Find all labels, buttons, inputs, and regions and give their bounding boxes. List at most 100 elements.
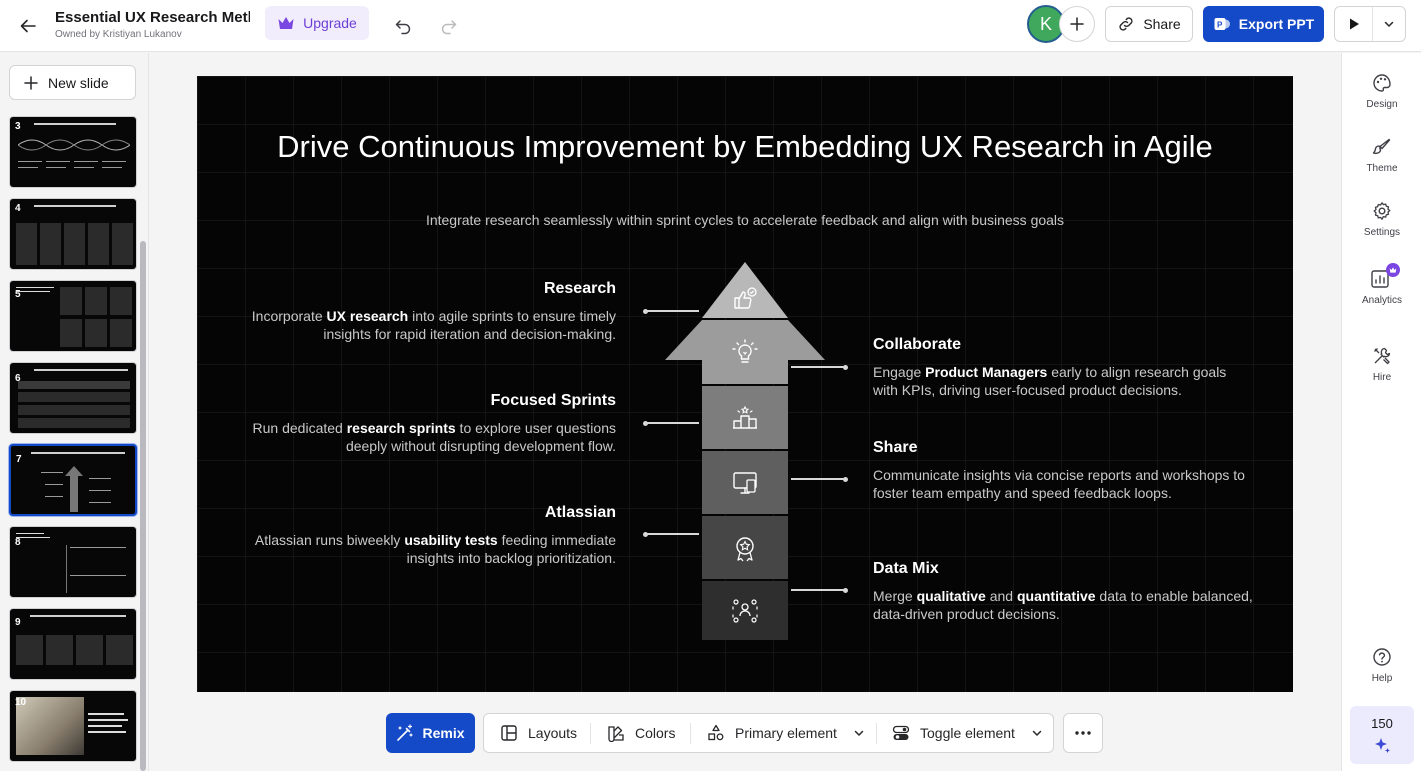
item-focused-sprints[interactable]: Focused Sprints Run dedicated research s… [236, 392, 616, 455]
svg-text:P: P [1217, 21, 1223, 30]
slide-panel: New slide 3 4 5 6 7 [0, 53, 149, 771]
rail-analytics[interactable]: Analytics [1342, 263, 1421, 327]
arrow-diagram [665, 262, 825, 640]
divider [590, 723, 591, 744]
rail-design[interactable]: Design [1342, 73, 1421, 133]
rail-label: Settings [1363, 227, 1401, 238]
slide-number: 5 [15, 289, 21, 300]
thumbnail-title [34, 367, 128, 373]
item-share[interactable]: Share Communicate insights via concise r… [873, 439, 1253, 502]
team-network-icon [732, 599, 758, 623]
dna-graphic [18, 139, 130, 151]
slide-number: 3 [15, 121, 21, 132]
link-icon [1119, 17, 1133, 31]
upgrade-button[interactable]: Upgrade [265, 6, 369, 40]
back-button[interactable] [14, 12, 42, 40]
slide-thumbnail-8[interactable]: 8 [9, 526, 137, 598]
upgrade-label: Upgrade [303, 15, 357, 31]
rail-settings[interactable]: Settings [1342, 201, 1421, 261]
arrow-graphic [65, 466, 83, 512]
slide-thumbnail-10[interactable]: 10 [9, 690, 137, 762]
connector-atlassian [643, 531, 699, 537]
item-atlassian[interactable]: Atlassian Atlassian runs biweekly usabil… [236, 504, 616, 567]
palette-icon [1373, 74, 1391, 92]
rail-help[interactable]: Help [1342, 647, 1421, 707]
colors-label: Colors [635, 725, 676, 741]
toggle-icon [892, 725, 910, 740]
remix-button[interactable]: Remix [386, 713, 475, 753]
slide-thumbnail-3[interactable]: 3 [9, 116, 137, 188]
slide-number: 6 [15, 373, 21, 384]
crown-icon [278, 17, 294, 29]
layouts-label: Layouts [528, 725, 578, 741]
item-title: Data Mix [873, 560, 939, 577]
primary-element-dropdown[interactable]: Primary element [707, 714, 865, 752]
user-avatar[interactable]: K [1027, 5, 1065, 43]
arrow-segment-5 [702, 516, 788, 579]
slide-panel-scrollbar[interactable] [140, 241, 146, 771]
podium-icon [733, 405, 757, 429]
slide-thumbnail-7[interactable]: 7 [9, 444, 137, 516]
redo-button[interactable] [435, 12, 463, 40]
rail-hire[interactable]: Hire [1342, 346, 1421, 406]
item-title: Atlassian [544, 504, 616, 521]
item-data-mix[interactable]: Data Mix Merge qualitative and quantitat… [873, 560, 1253, 623]
shapes-icon [708, 724, 724, 741]
item-title: Share [873, 439, 918, 456]
connector-focused-sprints [643, 420, 699, 426]
item-collaborate[interactable]: Collaborate Engage Product Managers earl… [873, 336, 1253, 399]
rail-theme[interactable]: Theme [1342, 137, 1421, 197]
team-photo-image [16, 697, 84, 755]
undo-button[interactable] [389, 12, 417, 40]
palette-swatch-icon [608, 726, 624, 742]
connector-collaborate [791, 364, 848, 370]
slide-number: 4 [15, 203, 21, 214]
item-title: Collaborate [873, 336, 962, 353]
thumbnail-title [31, 450, 125, 456]
slide-thumbnail-6[interactable]: 6 [9, 362, 137, 434]
divider [876, 723, 877, 744]
connector-data-mix [791, 587, 848, 593]
document-title[interactable]: Essential UX Research Meth... [55, 9, 250, 26]
slide-number: 10 [15, 697, 27, 708]
new-slide-button[interactable]: New slide [9, 65, 136, 100]
redo-icon [441, 20, 457, 35]
chevron-down-icon [1032, 730, 1042, 737]
colors-button[interactable]: Colors [607, 714, 675, 752]
item-title: Focused Sprints [490, 392, 616, 409]
more-options-button[interactable] [1063, 713, 1103, 753]
document-owner: Owned by Kristiyan Lukanov [55, 29, 182, 40]
credits-button[interactable]: 150 [1350, 706, 1414, 764]
item-research[interactable]: Research Incorporate UX research into ag… [236, 280, 616, 343]
export-label: Export PPT [1238, 16, 1315, 32]
slide-subtitle[interactable]: Integrate research seamlessly within spr… [425, 212, 1065, 228]
slide-thumbnail-5[interactable]: 5 [9, 280, 137, 352]
share-button[interactable]: Share [1105, 6, 1193, 42]
toggle-element-dropdown[interactable]: Toggle element [892, 714, 1043, 752]
chart-icon [1371, 270, 1389, 288]
thumbnail-title [34, 203, 116, 209]
gear-icon [1373, 202, 1391, 220]
rail-label: Help [1371, 673, 1393, 684]
top-bar: Essential UX Research Meth... Owned by K… [0, 0, 1421, 52]
connector-research [643, 308, 699, 314]
slide-canvas[interactable]: Drive Continuous Improvement by Embeddin… [197, 76, 1293, 692]
present-button[interactable] [1334, 6, 1406, 42]
arrow-tip [702, 262, 788, 318]
chevron-down-icon [1384, 21, 1394, 28]
rail-label: Theme [1366, 163, 1398, 174]
thumbnail-title [34, 121, 116, 127]
export-ppt-button[interactable]: P Export PPT [1203, 6, 1324, 42]
layouts-button[interactable]: Layouts [500, 714, 577, 752]
premium-badge [1386, 263, 1400, 277]
primary-element-label: Primary element [735, 725, 837, 741]
invite-button[interactable] [1059, 6, 1095, 42]
item-text: Communicate insights via concise reports… [873, 467, 1245, 501]
slide-thumbnail-4[interactable]: 4 [9, 198, 137, 270]
item-text: Merge qualitative and quantitative data … [873, 588, 1253, 622]
present-play[interactable] [1335, 7, 1373, 41]
rail-label: Design [1366, 99, 1398, 110]
slide-thumbnail-9[interactable]: 9 [9, 608, 137, 680]
present-options[interactable] [1373, 7, 1405, 41]
slide-title[interactable]: Drive Continuous Improvement by Embeddin… [277, 129, 1213, 164]
